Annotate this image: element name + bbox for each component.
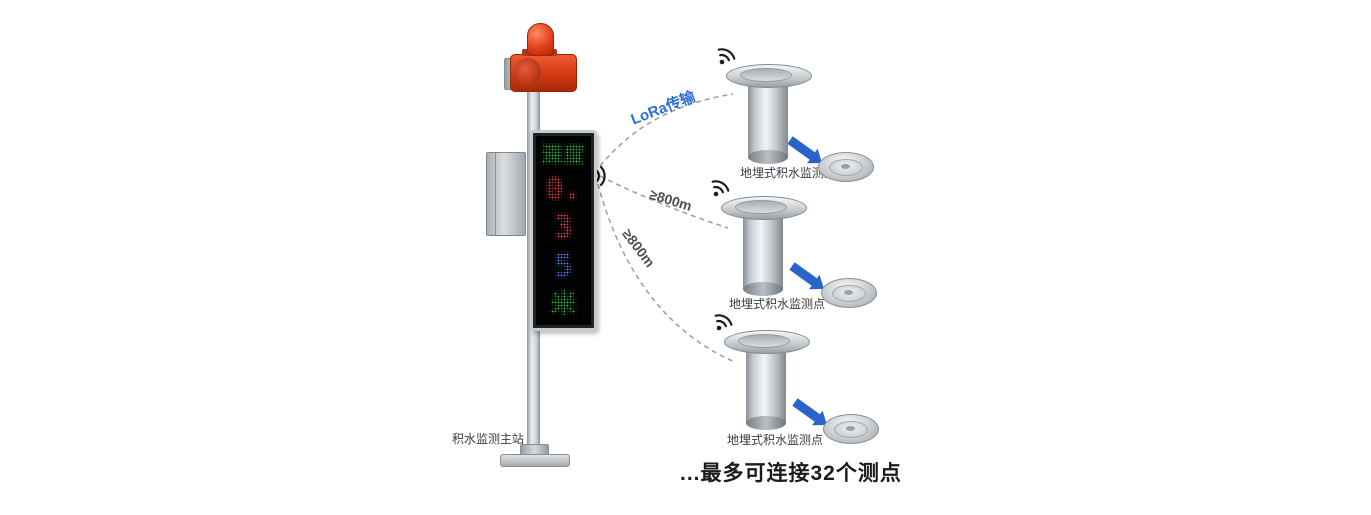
alarm-beacon-body — [510, 54, 577, 92]
led-display: 深度 0. 3 5 米 — [530, 130, 597, 331]
sensor-body-bottom — [746, 416, 786, 430]
disc-center-dot — [846, 426, 855, 431]
disc-center-dot — [844, 290, 853, 295]
arrow-icon-3 — [792, 398, 827, 426]
main-station-label: 积水监测主站 — [452, 432, 525, 446]
sensor-unit-1 — [723, 64, 813, 174]
wifi-icon-sensor-3 — [714, 314, 733, 331]
sensor-body — [746, 342, 786, 424]
footer-note: ...最多可连接32个测点 — [680, 462, 902, 485]
junction-box-seam — [495, 153, 496, 235]
arrow-icon-1 — [787, 136, 822, 164]
beacon-horn — [514, 58, 541, 86]
sensor-body — [743, 208, 783, 290]
ground-disc-2 — [821, 278, 877, 308]
junction-box — [486, 152, 526, 236]
sensor-body-bottom — [748, 150, 788, 164]
sensor-flange-inner — [735, 200, 787, 214]
led-line-1: 深度 — [541, 142, 586, 167]
sensor-flange-inner — [740, 68, 792, 82]
sensor-body-bottom — [743, 282, 783, 296]
sensor-unit-2 — [718, 196, 808, 306]
sensor-label-3: 地埋式积水监测点 — [727, 433, 824, 447]
sensor-label-2: 地埋式积水监测点 — [729, 297, 826, 311]
ground-disc-3 — [823, 414, 879, 444]
disc-center-dot — [841, 164, 850, 169]
led-line-2: 0. — [545, 171, 582, 207]
station-base-plate — [500, 454, 570, 467]
arrow-icon-2 — [789, 262, 824, 290]
led-line-4: 5 — [554, 249, 573, 285]
sensor-body — [748, 76, 788, 158]
sensor-label-1: 地埋式积水监测点 — [740, 166, 837, 180]
beacon-lamp-icon — [527, 23, 554, 56]
wifi-icon-sensor-1 — [717, 48, 736, 65]
led-line-5: 米 — [550, 289, 576, 319]
sensor-unit-3 — [721, 330, 811, 440]
led-display-screen: 深度 0. 3 5 米 — [536, 136, 591, 325]
sensor-flange-inner — [738, 334, 790, 348]
link-curve-3 — [597, 183, 736, 363]
ground-disc-1 — [818, 152, 874, 182]
wifi-icon-sensor-2 — [711, 180, 730, 197]
led-line-3: 3 — [554, 210, 573, 246]
